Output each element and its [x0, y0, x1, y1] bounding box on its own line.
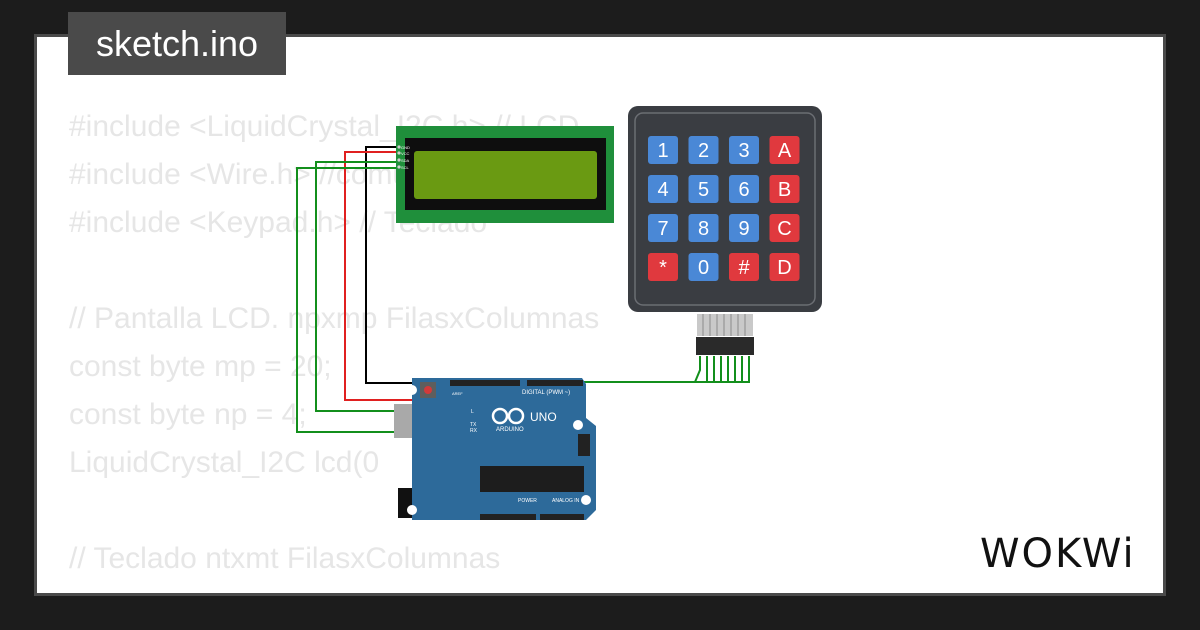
on-led-label: ON — [574, 422, 582, 428]
reset-button-cap — [424, 386, 432, 394]
power-header-label: POWER — [518, 498, 537, 504]
keypad-key-label: B — [778, 179, 791, 201]
keypad-key-face — [769, 253, 800, 281]
lcd-pin-vcc — [397, 151, 401, 155]
keypad-ribbon-lines — [702, 314, 746, 336]
lcd-pin-label: SDA — [401, 158, 410, 163]
keypad-key-face — [729, 214, 759, 242]
lcd-pin-label: VCC — [401, 151, 410, 156]
keypad-key[interactable]: 3 — [729, 136, 759, 164]
header-power — [480, 514, 536, 520]
keypad-key[interactable]: # — [729, 253, 759, 281]
atmega-chip — [480, 466, 584, 492]
keypad-key-label: * — [659, 257, 667, 279]
keypad-key-face — [729, 175, 759, 203]
wokwi-logo: WOKWi — [980, 531, 1136, 577]
keypad-key[interactable]: 2 — [688, 136, 719, 164]
keypad-key[interactable]: A — [769, 136, 800, 164]
keypad-keys: 1 2 3 A 4 5 6 B 7 8 9 C * 0 # D — [648, 136, 800, 281]
keypad-key-face — [688, 175, 719, 203]
l-led-label: L — [471, 409, 474, 415]
keypad-key[interactable]: 9 — [729, 214, 759, 242]
arduino-uno[interactable]: UNO ARDUINO DIGITAL (PWM ~) POWER ANALOG… — [394, 378, 596, 520]
keypad-key-label: 7 — [657, 218, 668, 240]
lcd-screen — [414, 151, 597, 199]
lcd-pin-label: GND — [401, 145, 410, 150]
code-line: // Teclado ntxmt FilasxColumnas — [69, 542, 501, 575]
board-model-label: UNO — [530, 410, 557, 424]
keypad-key[interactable]: 1 — [648, 136, 678, 164]
wire-keypad-8 — [540, 356, 750, 383]
header-digital-low — [527, 380, 583, 386]
code-line: const byte mp = 20; — [69, 350, 332, 383]
keypad-key-label: D — [777, 257, 791, 279]
keypad-key[interactable]: 6 — [729, 175, 759, 203]
keypad-key[interactable]: 5 — [688, 175, 719, 203]
lcd-pin-gnd — [397, 145, 401, 149]
lcd-pin-label: SCL — [401, 165, 410, 170]
analog-header-label: ANALOG IN — [552, 498, 580, 504]
keypad-key[interactable]: B — [769, 175, 800, 203]
keypad-key-label: 1 — [657, 140, 668, 162]
keypad-key-label: 6 — [738, 179, 749, 201]
keypad-key-label: 4 — [657, 179, 668, 201]
keypad-ribbon — [697, 314, 753, 336]
mount-hole — [407, 505, 417, 515]
tx-led-label: TX — [470, 422, 477, 428]
keypad-key-face — [769, 175, 800, 203]
keypad-key-label: 5 — [698, 179, 709, 201]
header-digital-high — [450, 380, 520, 386]
mount-hole — [407, 385, 417, 395]
keypad-key-face — [648, 175, 678, 203]
keypad-key-face — [729, 253, 759, 281]
keypad-key-face — [688, 253, 719, 281]
keypad-key-label: 3 — [738, 140, 749, 162]
keypad-key-face — [688, 136, 719, 164]
lcd-module[interactable]: GND VCC SDA SCL — [396, 126, 614, 223]
keypad-key-face — [769, 136, 800, 164]
keypad-key-label: A — [778, 140, 792, 162]
keypad-inner-frame — [634, 112, 816, 306]
code-line: const byte np = 4; — [69, 398, 307, 431]
header-analog — [540, 514, 584, 520]
keypad-connector — [696, 337, 754, 355]
aref-label: AREF — [452, 391, 463, 396]
keypad-key-label: 8 — [698, 218, 709, 240]
keypad-key[interactable]: 0 — [688, 253, 719, 281]
keypad-key[interactable]: D — [769, 253, 800, 281]
rx-led-label: RX — [470, 428, 478, 434]
keypad-key-face — [729, 136, 759, 164]
board-brand-label: ARDUINO — [496, 427, 524, 433]
keypad-key-face — [648, 253, 678, 281]
mount-hole — [581, 495, 591, 505]
keypad-key[interactable]: 7 — [648, 214, 678, 242]
keypad-key[interactable]: * — [648, 253, 678, 281]
keypad-key-label: 0 — [698, 257, 709, 279]
keypad-key-face — [769, 214, 800, 242]
keypad-key[interactable]: C — [769, 214, 800, 242]
keypad-key-face — [688, 214, 719, 242]
icsp-header — [578, 434, 590, 456]
keypad-module[interactable]: 1 2 3 A 4 5 6 B 7 8 9 C * 0 # D — [628, 106, 822, 355]
file-tab[interactable]: sketch.ino — [68, 12, 286, 75]
keypad-key-label: C — [777, 218, 791, 240]
keypad-key-face — [648, 136, 678, 164]
code-line: // Pantalla LCD. npxmp FilasxColumnas — [69, 302, 600, 335]
keypad-key-face — [648, 214, 678, 242]
arduino-infinity-logo — [491, 407, 525, 425]
mount-hole — [573, 420, 583, 430]
lcd-pin-sda — [397, 158, 401, 162]
keypad-key-label: 9 — [738, 218, 749, 240]
lcd-pin-scl — [397, 165, 401, 169]
keypad-key[interactable]: 4 — [648, 175, 678, 203]
keypad-key[interactable]: 8 — [688, 214, 719, 242]
keypad-key-label: # — [738, 257, 750, 279]
code-line: LiquidCrystal_I2C lcd(0 — [69, 446, 380, 479]
wokwi-logo-text: WOKWi — [980, 531, 1136, 577]
keypad-key-label: 2 — [698, 140, 709, 162]
digital-header-label: DIGITAL (PWM ~) — [522, 390, 570, 396]
